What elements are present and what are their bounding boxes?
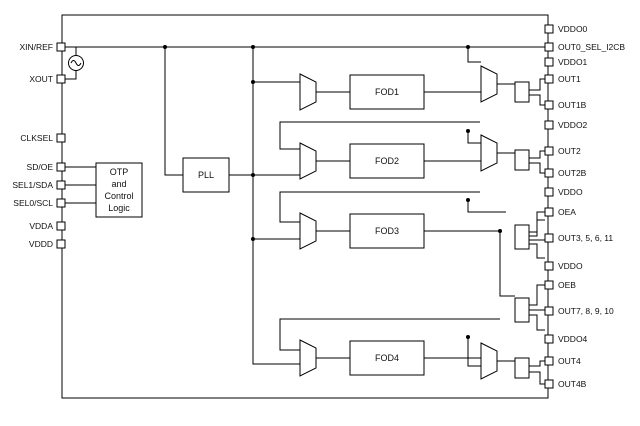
pin-vddo0 [544,24,554,34]
fod3-label: FOD3 [375,226,399,236]
fod2-block: FOD2 [349,143,425,179]
pll-label: PLL [198,170,214,180]
pin-label-sel1-sda: SEL1/SDA [12,180,53,190]
pin-vddo4 [544,334,554,344]
pin-label-out4b: OUT4B [558,379,587,389]
pin-xin-ref [56,42,66,52]
pin-xout [56,74,66,84]
pin-label-vddd: VDDD [29,239,53,249]
wires [65,45,545,385]
pin-label-xin-ref: XIN/REF [19,42,53,52]
pin-vddo2 [544,120,554,130]
pin-label-vddo-b: VDDO [558,261,583,271]
fod1-block: FOD1 [349,74,425,110]
pin-label-oeb: OEB [558,280,576,290]
pin-label-vddo-a: VDDO [558,187,583,197]
pin-vddd [56,239,66,249]
crystal-oscillator [65,46,84,80]
mux-stage4-out [480,342,498,380]
pin-out4 [544,356,554,366]
pin-out7-8-9-10 [544,306,554,316]
mux-stage2-in [299,142,317,180]
muxes [299,65,498,380]
pin-out0-sel-i2cb [544,42,554,52]
pin-clksel [56,133,66,143]
pin-label-out4: OUT4 [558,356,581,366]
buffer-out3 [514,224,530,250]
pin-vddo-b [544,261,554,271]
pin-label-out1b: OUT1B [558,100,587,110]
mux-stage2-out [480,134,498,172]
pin-label-sd-oe: SD/OE [27,162,54,172]
otp-block: OTP and Control Logic [95,162,143,218]
pin-sel0-scl [56,198,66,208]
pin-sel1-sda [56,180,66,190]
fod4-block: FOD4 [349,340,425,376]
pin-out1 [544,74,554,84]
buffer-out7 [514,297,530,323]
pin-label-xout: XOUT [29,74,53,84]
fod2-label: FOD2 [375,156,399,166]
pin-label-out7-8-9-10: OUT7, 8, 9, 10 [558,306,614,316]
right-pins: VDDO0 OUT0_SEL_I2CB VDDO1 OUT1 OUT1B VDD… [544,24,625,389]
buffer-out2 [514,149,530,171]
pin-out1b [544,100,554,110]
pin-oeb [544,280,554,290]
pin-label-out2b: OUT2B [558,168,587,178]
pin-label-out0-sel-i2cb: OUT0_SEL_I2CB [558,42,625,52]
pin-vddo1 [544,57,554,67]
pin-label-out3-5-6-11: OUT3, 5, 6, 11 [558,233,613,243]
pin-label-out2: OUT2 [558,146,581,156]
pin-label-out1: OUT1 [558,74,581,84]
buffer-out1 [514,81,530,103]
pin-label-clksel: CLKSEL [20,133,53,143]
fod4-label: FOD4 [375,353,399,363]
pin-vddo-a [544,187,554,197]
buffer-out4 [514,357,530,379]
pin-out2 [544,146,554,156]
mux-stage1-in [299,73,317,111]
pin-label-vdda: VDDA [29,221,53,231]
pin-out2b [544,168,554,178]
otp-label-2: and [111,179,126,189]
mux-stage4-in [299,339,317,377]
mux-stage1-out [480,65,498,103]
fod3-block: FOD3 [349,213,425,249]
left-pins: XIN/REF XOUT CLKSEL SD/OE SEL1/SDA SEL0/… [12,42,66,249]
pin-vdda [56,221,66,231]
pin-oea [544,207,554,217]
pin-label-vddo2: VDDO2 [558,120,588,130]
mux-stage3-in [299,212,317,250]
otp-label-1: OTP [110,167,129,177]
otp-label-3: Control [104,191,133,201]
pin-out3-5-6-11 [544,233,554,243]
output-buffers [514,81,530,379]
pll-block: PLL [182,157,230,193]
pin-label-sel0-scl: SEL0/SCL [13,198,53,208]
pin-label-vddo0: VDDO0 [558,24,588,34]
pin-out4b [544,379,554,389]
otp-label-4: Logic [108,203,130,213]
fod1-label: FOD1 [375,87,399,97]
pin-label-vddo1: VDDO1 [558,57,588,67]
oscillator-icon [68,55,84,71]
pin-label-vddo4: VDDO4 [558,334,588,344]
pin-label-oea: OEA [558,207,576,217]
pin-sd-oe [56,162,66,172]
